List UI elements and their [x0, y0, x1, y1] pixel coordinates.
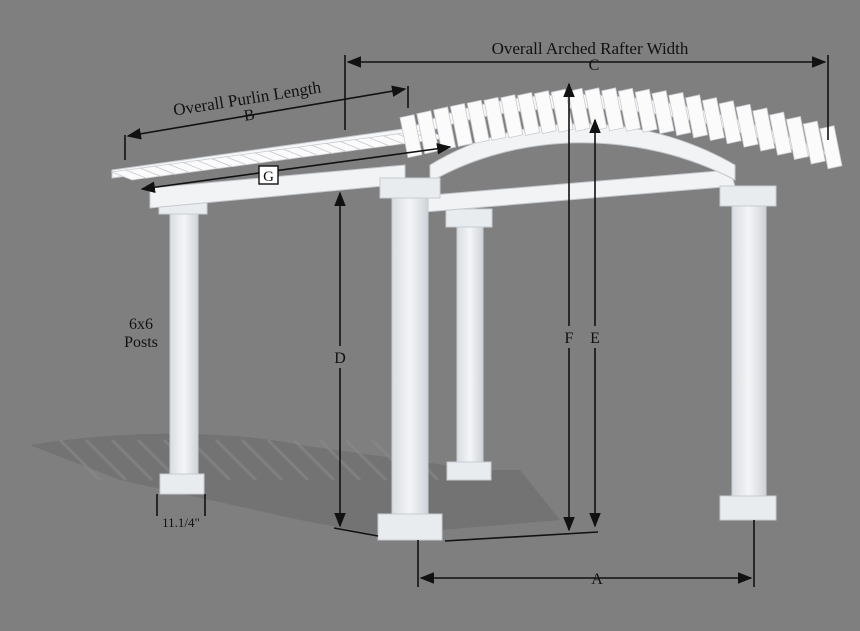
arched-rafter: [685, 94, 709, 139]
post-base-width-label: 11.1/4": [162, 515, 200, 530]
back-left-post: [158, 195, 208, 495]
arched-rafter: [668, 92, 692, 137]
arched-rafter: [617, 87, 641, 132]
arched-rafter: [651, 90, 675, 135]
front-right-post: [719, 185, 777, 521]
dimension-e-label: E: [590, 330, 600, 347]
posts-size-label: 6x6: [129, 316, 153, 333]
arched-rafter: [634, 88, 658, 133]
arched-rafter: [735, 103, 759, 148]
arched-rafter: [802, 120, 826, 165]
arched-rafter: [584, 87, 608, 132]
dimension-f-label: F: [565, 330, 574, 347]
arched-rafter: [718, 100, 742, 145]
shadow-line: [110, 438, 154, 482]
arched-rafter: [769, 111, 793, 156]
arched-rafter: [785, 116, 809, 160]
arched-rafter: [483, 96, 507, 141]
arched-rafter: [433, 106, 457, 151]
dimension-b-label: B: [243, 106, 256, 124]
dimension-d-label: D: [334, 350, 346, 367]
arched-rafter: [601, 87, 625, 132]
back-middle-post: [445, 208, 493, 481]
dimension-e: E: [444, 118, 604, 542]
arched-rafter: [517, 92, 541, 136]
arched-rafter: [449, 103, 473, 147]
arched-rafter: [701, 97, 725, 142]
shadow-line: [344, 438, 388, 482]
dimension-a: A: [417, 520, 755, 588]
arched-rafter: [533, 90, 557, 135]
dimension-f: F: [560, 82, 578, 532]
arched-rafter: [819, 125, 843, 170]
shadow-line: [214, 438, 258, 482]
shadow-line: [266, 438, 310, 482]
dimension-g: G: [140, 143, 452, 193]
overall-arched-rafter-width-label: Overall Arched Rafter Width: [492, 39, 689, 58]
shadow-line: [240, 438, 284, 482]
arched-rafter: [466, 99, 490, 144]
shadow-line: [58, 438, 102, 482]
post-base-width: 11.1/4": [156, 494, 206, 530]
dimension-a-label: A: [591, 571, 603, 588]
arched-rafter: [500, 94, 524, 139]
shadow-line: [292, 438, 336, 482]
posts-word-label: Posts: [124, 334, 158, 351]
arched-rafter: [752, 107, 776, 152]
dimension-c-label: C: [589, 57, 600, 74]
dimension-d: D: [331, 191, 379, 537]
shadow-line: [84, 438, 128, 482]
dimension-g-label: G: [263, 169, 274, 185]
